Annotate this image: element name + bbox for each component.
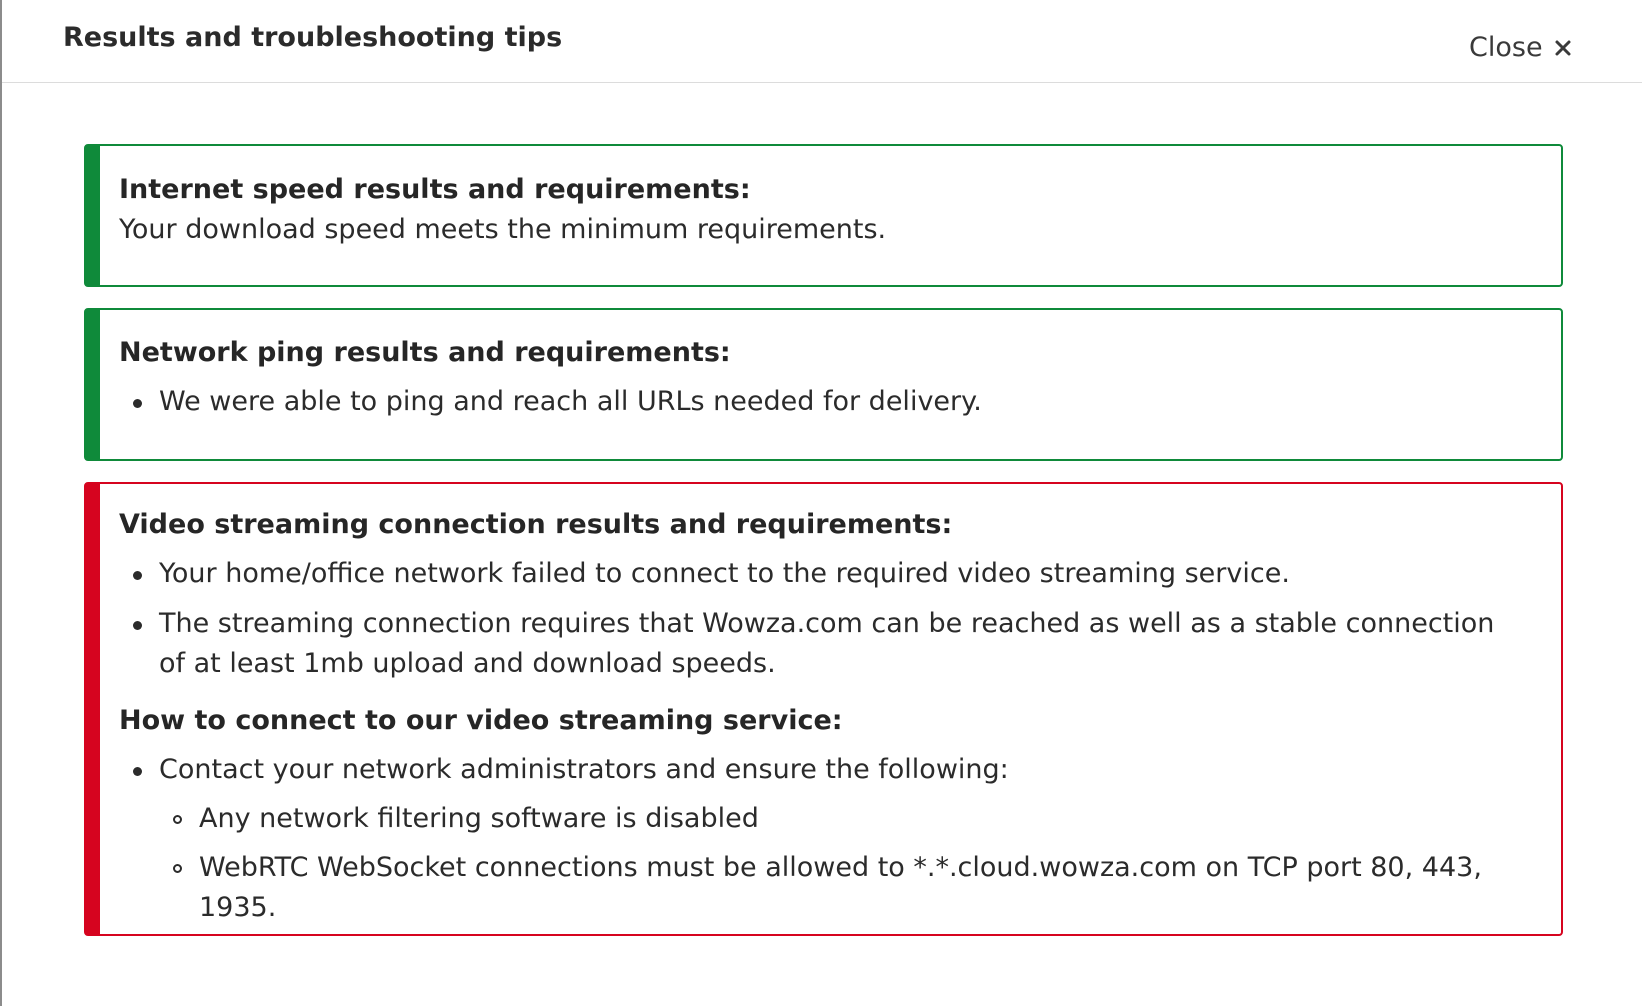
list-item: Contact your network administrators and …	[119, 750, 1561, 790]
network-ping-heading: Network ping results and requirements:	[119, 337, 731, 368]
network-ping-panel: Network ping results and requirements: W…	[84, 308, 1563, 461]
close-button[interactable]: Close	[1469, 29, 1573, 65]
how-to-connect-sublist: Any network filtering software is disabl…	[119, 799, 1561, 928]
modal-header: Results and troubleshooting tips Close	[2, 0, 1642, 83]
close-label: Close	[1469, 31, 1543, 63]
list-item: Your home/office network failed to conne…	[119, 554, 1561, 594]
list-item: WebRTC WebSocket connections must be all…	[119, 848, 1561, 928]
how-to-connect-heading: How to connect to our video streaming se…	[119, 705, 843, 736]
video-streaming-panel: Video streaming connection results and r…	[84, 482, 1563, 936]
close-icon	[1553, 38, 1573, 58]
network-ping-list: We were able to ping and reach all URLs …	[119, 382, 1561, 422]
video-streaming-heading: Video streaming connection results and r…	[119, 509, 953, 540]
list-item: Any network filtering software is disabl…	[119, 799, 1561, 839]
internet-speed-result: Your download speed meets the minimum re…	[119, 214, 887, 245]
modal-title: Results and troubleshooting tips	[63, 22, 563, 53]
list-item: We were able to ping and reach all URLs …	[119, 382, 1561, 422]
internet-speed-heading: Internet speed results and requirements:	[119, 174, 751, 205]
internet-speed-panel: Internet speed results and requirements:…	[84, 144, 1563, 287]
list-item: The streaming connection requires that W…	[119, 604, 1561, 684]
video-streaming-list: Your home/office network failed to conne…	[119, 554, 1561, 684]
how-to-connect-list: Contact your network administrators and …	[119, 750, 1561, 790]
